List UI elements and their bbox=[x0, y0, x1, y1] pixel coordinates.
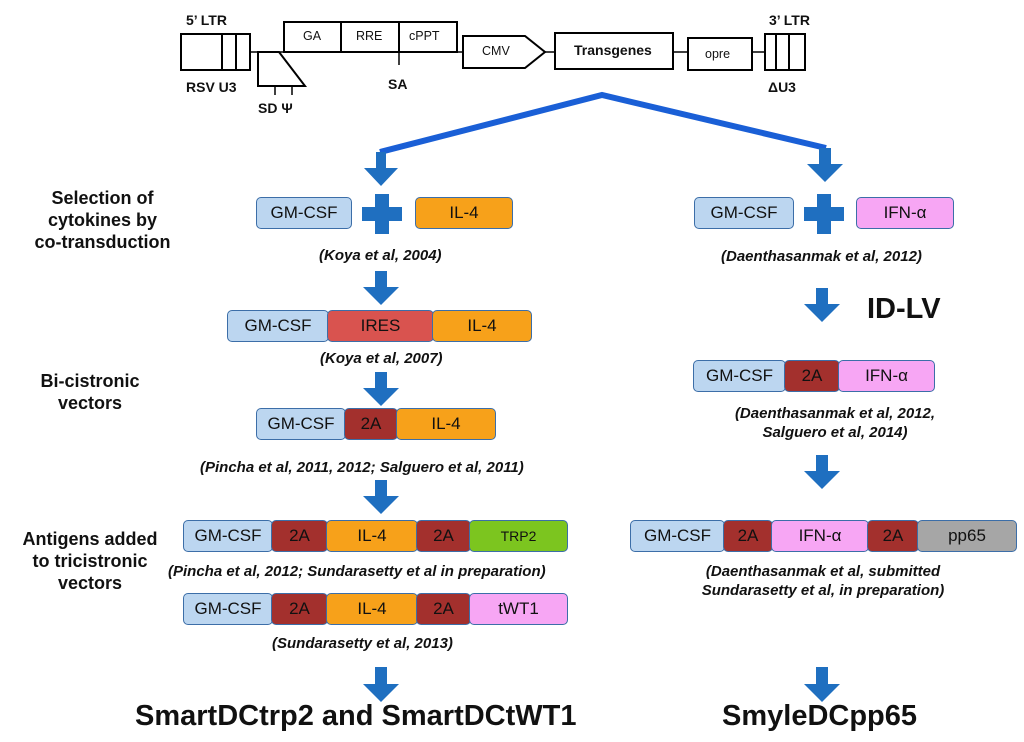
citation-line: (Daenthasanmak et al, 2012, bbox=[734, 405, 936, 422]
cppt-label: cPPT bbox=[409, 29, 440, 43]
rsv-u3-label: RSV U3 bbox=[186, 79, 237, 95]
sa-label: SA bbox=[388, 76, 408, 92]
sd-psi-label: SD Ψ bbox=[258, 100, 293, 116]
gm-csf-box: GM-CSF bbox=[256, 408, 346, 440]
citation-line: Sundarasetty et al, in preparation) bbox=[701, 582, 945, 599]
side-label-line: co-transduction bbox=[34, 232, 171, 252]
ifn-alpha-box: IFN-α bbox=[856, 197, 954, 229]
side-label-line: vectors bbox=[57, 393, 123, 413]
citation: (Koya et al, 2004) bbox=[319, 247, 442, 264]
gm-csf-box: GM-CSF bbox=[256, 197, 352, 229]
il4-box: IL-4 bbox=[396, 408, 496, 440]
2a-box: 2A bbox=[271, 520, 328, 552]
2a-box: 2A bbox=[723, 520, 773, 552]
side-label-line: Antigens added bbox=[22, 529, 158, 549]
ga-label: GA bbox=[303, 29, 322, 43]
citation: (Daenthasanmak et al, 2012, Salguero et … bbox=[700, 404, 970, 442]
citation: (Daenthasanmak et al, submitted Sundaras… bbox=[678, 562, 968, 600]
citation: (Koya et al, 2007) bbox=[320, 350, 443, 367]
2a-box: 2A bbox=[344, 408, 398, 440]
opre-box bbox=[687, 37, 753, 71]
citation: (Pincha et al, 2012; Sundarasetty et al … bbox=[168, 563, 546, 580]
side-label-line: vectors bbox=[57, 573, 123, 593]
ltr3-label: 3’ LTR bbox=[769, 12, 810, 28]
opre-label: opre bbox=[705, 47, 731, 61]
side-label-line: Bi-cistronic bbox=[40, 371, 140, 391]
cmv-label: CMV bbox=[482, 44, 510, 58]
gm-csf-box: GM-CSF bbox=[183, 520, 273, 552]
ltr3-box bbox=[764, 33, 806, 71]
il4-box: IL-4 bbox=[326, 520, 418, 552]
citation-line: Salguero et al, 2014) bbox=[762, 424, 908, 441]
transgenes-label: Transgenes bbox=[574, 42, 652, 58]
transgenes-box bbox=[554, 32, 674, 70]
side-label-line: Selection of bbox=[51, 188, 154, 208]
ires-box: IRES bbox=[327, 310, 434, 342]
rre-box bbox=[340, 21, 400, 53]
side-label-selection: Selection of cytokines by co-transductio… bbox=[10, 187, 195, 253]
2a-box: 2A bbox=[416, 593, 471, 625]
cppt-box bbox=[398, 21, 458, 53]
cmv-promoter-arrow bbox=[462, 35, 547, 69]
gm-csf-box: GM-CSF bbox=[183, 593, 273, 625]
twt1-box: tWT1 bbox=[469, 593, 568, 625]
delta-u3-label: ΔU3 bbox=[768, 79, 796, 95]
gm-csf-box: GM-CSF bbox=[227, 310, 329, 342]
2a-box: 2A bbox=[416, 520, 471, 552]
citation: (Pincha et al, 2011, 2012; Salguero et a… bbox=[200, 459, 524, 476]
trp2-box: TRP2 bbox=[469, 520, 568, 552]
2a-box: 2A bbox=[271, 593, 328, 625]
il4-box: IL-4 bbox=[415, 197, 513, 229]
final-product-left: SmartDCtrp2 and SmartDCtWT1 bbox=[135, 700, 577, 732]
citation: (Daenthasanmak et al, 2012) bbox=[721, 248, 922, 265]
il4-box: IL-4 bbox=[432, 310, 532, 342]
ifn-alpha-box: IFN-α bbox=[838, 360, 935, 392]
2a-box: 2A bbox=[784, 360, 840, 392]
side-label-line: to tricistronic bbox=[32, 551, 148, 571]
side-label-bicistronic: Bi-cistronic vectors bbox=[10, 370, 170, 414]
ga-box bbox=[283, 21, 342, 53]
branch-connector bbox=[379, 91, 827, 155]
side-label-line: cytokines by bbox=[47, 210, 158, 230]
gm-csf-box: GM-CSF bbox=[694, 197, 794, 229]
2a-box: 2A bbox=[867, 520, 919, 552]
pp65-box: pp65 bbox=[917, 520, 1017, 552]
il4-box: IL-4 bbox=[326, 593, 418, 625]
final-product-right: SmyleDCpp65 bbox=[722, 700, 918, 732]
ifn-alpha-box: IFN-α bbox=[771, 520, 869, 552]
gm-csf-box: GM-CSF bbox=[693, 360, 786, 392]
gm-csf-box: GM-CSF bbox=[630, 520, 725, 552]
ltr5-box bbox=[180, 33, 251, 71]
rre-label: RRE bbox=[356, 29, 383, 43]
idlv-label: ID-LV bbox=[867, 293, 941, 325]
side-label-antigens: Antigens added to tricistronic vectors bbox=[5, 528, 175, 594]
ltr5-label: 5’ LTR bbox=[186, 12, 227, 28]
packaging-signal-shape bbox=[257, 51, 308, 87]
citation: (Sundarasetty et al, 2013) bbox=[272, 635, 453, 652]
citation-line: (Daenthasanmak et al, submitted bbox=[705, 563, 941, 580]
